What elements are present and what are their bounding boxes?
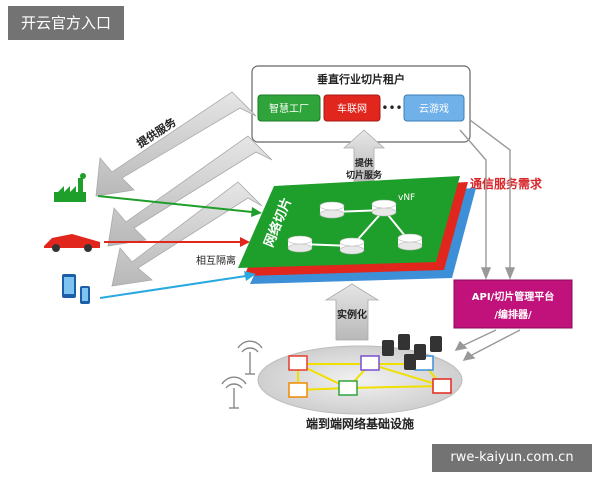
vnf-node-2 bbox=[371, 199, 397, 217]
svg-text:智慧工厂: 智慧工厂 bbox=[269, 102, 309, 115]
api-box: API/切片管理平台 /编排器/ bbox=[453, 279, 573, 329]
svg-text:车联网: 车联网 bbox=[337, 102, 367, 115]
instantiation-arrow: 实例化 bbox=[324, 283, 380, 341]
vnf-label: vNF bbox=[398, 193, 415, 203]
api-to-infra-lines bbox=[454, 329, 521, 361]
factory-icon bbox=[54, 173, 86, 202]
red-link bbox=[104, 237, 250, 247]
mutual-isolation-label: 相互隔离 bbox=[196, 254, 236, 267]
infra-label: 端到端网络基础设施 bbox=[306, 416, 414, 431]
watermark-badge: 开云官方入口 bbox=[8, 6, 124, 40]
demand-lines bbox=[459, 119, 516, 280]
car-icon bbox=[44, 234, 100, 252]
app-smart-factory: 智慧工厂 bbox=[257, 94, 321, 122]
antenna-icon bbox=[221, 340, 263, 409]
gray-arrow-2 bbox=[107, 135, 273, 247]
tenant-title: 垂直行业切片租户 bbox=[317, 72, 405, 86]
footer-url: rwe-kaiyun.com.cn bbox=[432, 444, 592, 472]
svg-text:/编排器/: /编排器/ bbox=[494, 308, 532, 321]
apps-ellipsis: ••• bbox=[381, 101, 402, 115]
green-link bbox=[97, 195, 262, 217]
server-icon bbox=[382, 334, 442, 370]
svg-text:切片服务: 切片服务 bbox=[346, 169, 383, 181]
app-iov: 车联网 bbox=[323, 94, 381, 122]
provide-slice-arrow: 提供 切片服务 bbox=[342, 129, 386, 187]
app-cloud-game: 云游戏 bbox=[403, 94, 465, 122]
vnf-node-5 bbox=[397, 233, 423, 251]
svg-text:API/切片管理平台: API/切片管理平台 bbox=[472, 290, 554, 303]
svg-text:云游戏: 云游戏 bbox=[419, 102, 449, 115]
gray-arrow-1 bbox=[95, 91, 257, 197]
gray-arrow-3 bbox=[111, 181, 263, 287]
comm-demand-label: 通信服务需求 bbox=[470, 176, 543, 191]
provide-service-arrows bbox=[95, 91, 273, 287]
vnf-node-4 bbox=[339, 237, 365, 255]
vnf-graph bbox=[287, 199, 423, 255]
blue-link bbox=[99, 271, 256, 299]
vnf-node-1 bbox=[319, 201, 345, 219]
infra-base bbox=[257, 334, 463, 415]
phone-icon bbox=[62, 274, 90, 304]
svg-text:实例化: 实例化 bbox=[337, 308, 367, 321]
tenant-box: 垂直行业切片租户 智慧工厂 车联网 ••• 云游戏 bbox=[251, 65, 471, 143]
vnf-node-3 bbox=[287, 235, 313, 253]
svg-text:提供: 提供 bbox=[355, 157, 373, 169]
